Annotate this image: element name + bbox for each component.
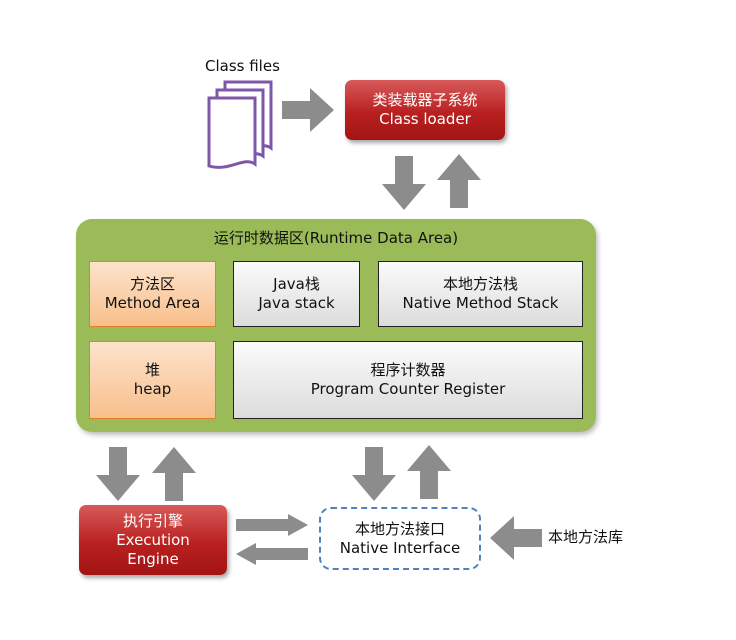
runtime-data-area: 运行时数据区(Runtime Data Area) 方法区 Method Are… bbox=[76, 219, 596, 432]
native-method-stack-cn: 本地方法栈 bbox=[442, 275, 518, 293]
execution-engine-en-1: Execution bbox=[116, 530, 190, 549]
runtime-data-area-title: 运行时数据区(Runtime Data Area) bbox=[213, 229, 459, 247]
arrow-library-to-native bbox=[490, 516, 542, 560]
document-stack-icon bbox=[207, 80, 273, 169]
native-interface-box: 本地方法接口 Native Interface bbox=[319, 507, 481, 570]
class-files-label: Class files bbox=[205, 57, 280, 75]
arrow-native-up-to-runtime bbox=[407, 445, 451, 499]
pc-register-cn: 程序计数器 bbox=[370, 361, 446, 379]
heap-box: 堆 heap bbox=[89, 341, 216, 419]
pc-register-en: Program Counter Register bbox=[310, 380, 506, 398]
arrow-runtime-down-to-engine bbox=[96, 447, 140, 501]
native-library-label: 本地方法库 bbox=[548, 528, 624, 546]
arrow-engine-up-to-runtime bbox=[152, 447, 196, 501]
arrow-native-to-engine bbox=[236, 543, 308, 565]
java-stack-box: Java栈 Java stack bbox=[233, 261, 360, 327]
arrow-runtime-up-to-loader bbox=[437, 154, 481, 208]
arrow-runtime-down-to-native bbox=[352, 447, 396, 501]
arrow-files-to-loader bbox=[282, 88, 334, 132]
pc-register-box: 程序计数器 Program Counter Register bbox=[233, 341, 583, 419]
execution-engine-box: 执行引擎 Execution Engine bbox=[79, 505, 227, 575]
arrow-engine-to-native bbox=[236, 514, 308, 536]
class-loader-title-en: Class loader bbox=[379, 110, 471, 128]
class-loader-title-cn: 类装载器子系统 bbox=[372, 91, 478, 109]
java-stack-cn: Java栈 bbox=[273, 275, 320, 293]
method-area-cn: 方法区 bbox=[129, 275, 175, 293]
native-method-stack-box: 本地方法栈 Native Method Stack bbox=[378, 261, 583, 327]
native-interface-cn: 本地方法接口 bbox=[354, 519, 445, 538]
class-loader-box: 类装载器子系统 Class loader bbox=[345, 80, 505, 140]
method-area-box: 方法区 Method Area bbox=[89, 261, 216, 327]
native-interface-en: Native Interface bbox=[339, 538, 461, 557]
execution-engine-cn: 执行引擎 bbox=[122, 511, 183, 530]
method-area-en: Method Area bbox=[104, 294, 201, 312]
native-method-stack-en: Native Method Stack bbox=[402, 294, 559, 312]
heap-cn: 堆 bbox=[144, 361, 160, 379]
arrow-loader-down bbox=[382, 156, 426, 210]
java-stack-en: Java stack bbox=[258, 294, 335, 312]
execution-engine-en-2: Engine bbox=[127, 549, 179, 568]
heap-en: heap bbox=[133, 380, 172, 398]
